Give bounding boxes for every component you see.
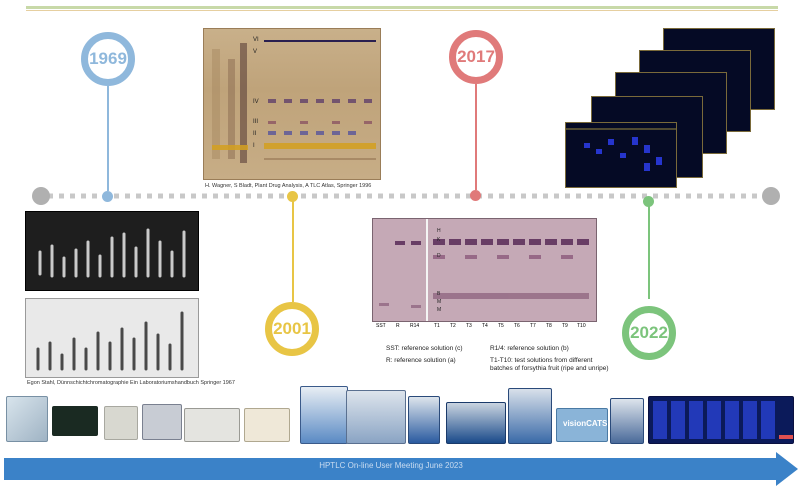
timeline-arrow-head — [776, 452, 798, 486]
zone-label: V — [253, 49, 258, 55]
zone-label: II — [253, 131, 257, 137]
zone-mark: K — [437, 237, 441, 243]
top-rule — [26, 6, 778, 9]
zone-mark: B — [437, 291, 441, 297]
timeline-arrow — [4, 458, 778, 480]
applicator-device — [142, 404, 182, 440]
track-label: T5 — [498, 323, 504, 329]
milestone-2017-stem — [475, 84, 477, 190]
track-label: T8 — [546, 323, 552, 329]
milestone-1969-stem — [107, 86, 109, 191]
track-label: T1 — [434, 323, 440, 329]
timeline-dots — [48, 193, 764, 199]
zone-label: IV — [253, 99, 259, 105]
zone-mark: M — [437, 307, 442, 313]
uv-plate — [565, 122, 677, 188]
developing-chamber — [6, 396, 48, 442]
track-label: T10 — [577, 323, 586, 329]
uv-plate-panorama — [648, 396, 794, 444]
zone-mark: M — [437, 299, 442, 305]
legend-t: T1-T10: test solutions from different — [490, 357, 593, 364]
footer-text: HPTLC On-line User Meeting June 2023 — [319, 461, 463, 470]
derivatizer-device — [408, 396, 440, 444]
ms-interface — [610, 398, 644, 444]
track-label: T6 — [514, 323, 520, 329]
stahl-caption: Egon Stahl, Dünnschichtchromatographie E… — [27, 380, 235, 386]
heater-device — [244, 408, 290, 442]
track-label: T7 — [530, 323, 536, 329]
track-label: T9 — [562, 323, 568, 329]
wagner-caption: H. Wagner, S Bladt, Plant Drug Analysis,… — [205, 183, 372, 189]
legend-sst: SST: reference solution (c) — [386, 345, 463, 352]
timeline — [32, 187, 780, 205]
milestone-2001: 2001 — [265, 302, 319, 356]
plate-photo — [52, 406, 98, 436]
visioncats-text: visionCATS — [563, 419, 608, 428]
zone-mark: H — [437, 228, 441, 234]
wagner-tlc-plate: VI V IV III II I — [203, 28, 381, 180]
timeline-end-dot — [762, 187, 780, 205]
track-label: T2 — [450, 323, 456, 329]
developing-chamber-auto — [446, 402, 506, 444]
milestone-2001-dot — [287, 191, 298, 202]
legend-t2: batches of forsythia fruit (ripe and unr… — [490, 365, 609, 372]
track-label: R14 — [410, 323, 420, 329]
milestone-1969: 1969 — [81, 32, 135, 86]
scanner-device — [184, 408, 240, 442]
milestone-2017-dot — [470, 190, 481, 201]
software-logo: visionCATS — [556, 408, 608, 442]
instrument-row: visionCATS — [4, 386, 794, 456]
milestone-2022-stem — [648, 205, 650, 299]
milestone-2022-dot — [643, 196, 654, 207]
milestone-2017: 2017 — [449, 30, 503, 84]
uv-plate-stack — [565, 28, 780, 188]
track-label: R — [396, 323, 400, 329]
track-labels: SST R R14 T1 T2 T3 T4 T5 T6 T7 T8 T9 T10 — [372, 323, 595, 331]
track-label: SST — [376, 323, 386, 329]
track-label: T4 — [482, 323, 488, 329]
legend-r: R: reference solution (a) — [386, 357, 456, 364]
stahl-plate-light — [25, 298, 199, 378]
zone-label: VI — [253, 37, 259, 43]
milestone-1969-dot — [102, 191, 113, 202]
uv-cabinet — [300, 386, 348, 444]
zone-mark: D — [437, 253, 441, 259]
hptlc-plate: H K D B M M — [372, 218, 597, 322]
zone-label: III — [253, 119, 259, 125]
track-label: T3 — [466, 323, 472, 329]
legend-r14: R1/4: reference solution (b) — [490, 345, 569, 352]
milestone-2001-stem — [292, 200, 294, 302]
plate-holder — [104, 406, 138, 440]
top-rule-accent — [26, 10, 778, 11]
zone-label: I — [253, 143, 255, 149]
timeline-start-dot — [32, 187, 50, 205]
stahl-plate-dark — [25, 211, 199, 291]
visualizer-device — [508, 388, 552, 444]
milestone-2022: 2022 — [622, 306, 676, 360]
automatic-sampler — [346, 390, 406, 444]
